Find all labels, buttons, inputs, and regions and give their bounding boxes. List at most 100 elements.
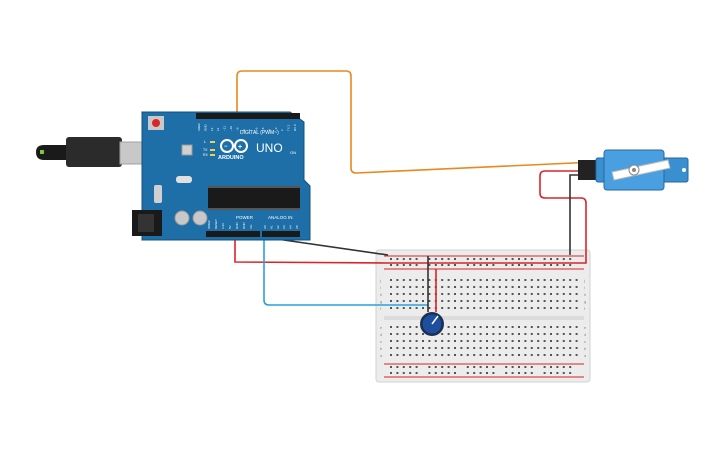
terminal-hole[interactable]	[402, 333, 405, 335]
terminal-hole[interactable]	[543, 340, 546, 342]
terminal-hole[interactable]	[569, 340, 572, 342]
rail-hole[interactable]	[402, 264, 405, 266]
rail-hole[interactable]	[518, 366, 520, 368]
rail-hole[interactable]	[524, 258, 527, 260]
terminal-hole[interactable]	[454, 340, 456, 342]
terminal-hole[interactable]	[511, 354, 514, 356]
terminal-hole[interactable]	[402, 340, 405, 342]
rail-hole[interactable]	[530, 264, 533, 266]
rail-hole[interactable]	[415, 372, 418, 374]
rail-hole[interactable]	[447, 264, 450, 266]
terminal-hole[interactable]	[428, 300, 431, 302]
rail-hole[interactable]	[505, 264, 508, 266]
terminal-hole[interactable]	[498, 340, 501, 342]
terminal-hole[interactable]	[409, 347, 412, 349]
rail-hole[interactable]	[402, 372, 405, 374]
terminal-hole[interactable]	[390, 286, 392, 288]
terminal-hole[interactable]	[390, 293, 392, 295]
terminal-hole[interactable]	[441, 333, 444, 335]
terminal-hole[interactable]	[428, 307, 431, 309]
terminal-hole[interactable]	[454, 307, 456, 309]
rail-hole[interactable]	[562, 366, 565, 368]
rail-hole[interactable]	[492, 372, 495, 374]
terminal-hole[interactable]	[498, 307, 501, 309]
rail-hole[interactable]	[466, 372, 469, 374]
terminal-hole[interactable]	[486, 307, 488, 309]
terminal-hole[interactable]	[492, 279, 495, 281]
terminal-hole[interactable]	[447, 347, 450, 349]
terminal-hole[interactable]	[441, 307, 444, 309]
rail-hole[interactable]	[524, 372, 527, 374]
terminal-hole[interactable]	[543, 326, 546, 328]
terminal-hole[interactable]	[569, 347, 572, 349]
rail-hole[interactable]	[569, 366, 572, 368]
terminal-hole[interactable]	[466, 347, 469, 349]
rail-hole[interactable]	[486, 372, 488, 374]
terminal-hole[interactable]	[511, 307, 514, 309]
terminal-hole[interactable]	[402, 326, 405, 328]
rail-hole[interactable]	[454, 372, 456, 374]
rail-hole[interactable]	[441, 264, 444, 266]
terminal-hole[interactable]	[562, 300, 565, 302]
terminal-hole[interactable]	[524, 286, 527, 288]
terminal-hole[interactable]	[390, 333, 392, 335]
terminal-hole[interactable]	[415, 354, 418, 356]
terminal-hole[interactable]	[390, 307, 392, 309]
terminal-hole[interactable]	[441, 293, 444, 295]
terminal-hole[interactable]	[550, 347, 552, 349]
terminal-hole[interactable]	[556, 307, 559, 309]
terminal-hole[interactable]	[524, 326, 527, 328]
terminal-hole[interactable]	[409, 307, 412, 309]
terminal-hole[interactable]	[447, 286, 450, 288]
rail-hole[interactable]	[415, 366, 418, 368]
terminal-hole[interactable]	[537, 279, 540, 281]
terminal-hole[interactable]	[454, 347, 456, 349]
terminal-hole[interactable]	[409, 340, 412, 342]
rail-hole[interactable]	[479, 258, 482, 260]
terminal-hole[interactable]	[505, 307, 508, 309]
rail-hole[interactable]	[550, 258, 552, 260]
terminal-hole[interactable]	[562, 326, 565, 328]
terminal-hole[interactable]	[556, 347, 559, 349]
rail-hole[interactable]	[511, 264, 514, 266]
rail-hole[interactable]	[473, 258, 476, 260]
rail-hole[interactable]	[562, 372, 565, 374]
terminal-hole[interactable]	[492, 354, 495, 356]
terminal-hole[interactable]	[473, 326, 476, 328]
terminal-hole[interactable]	[556, 286, 559, 288]
rail-hole[interactable]	[415, 264, 418, 266]
terminal-hole[interactable]	[569, 354, 572, 356]
terminal-hole[interactable]	[550, 293, 552, 295]
terminal-hole[interactable]	[460, 347, 463, 349]
terminal-hole[interactable]	[511, 293, 514, 295]
rail-hole[interactable]	[556, 258, 559, 260]
terminal-hole[interactable]	[486, 279, 488, 281]
reset-button-icon[interactable]	[148, 116, 164, 130]
terminal-hole[interactable]	[530, 286, 533, 288]
rail-hole[interactable]	[511, 258, 514, 260]
servo-motor[interactable]	[578, 149, 689, 191]
terminal-hole[interactable]	[498, 279, 501, 281]
terminal-hole[interactable]	[511, 279, 514, 281]
rail-hole[interactable]	[428, 372, 431, 374]
rail-hole[interactable]	[428, 264, 431, 266]
terminal-hole[interactable]	[473, 340, 476, 342]
terminal-hole[interactable]	[550, 307, 552, 309]
terminal-hole[interactable]	[505, 340, 508, 342]
terminal-hole[interactable]	[486, 340, 488, 342]
rail-hole[interactable]	[396, 372, 399, 374]
rail-hole[interactable]	[518, 372, 520, 374]
rail-hole[interactable]	[409, 258, 412, 260]
rail-hole[interactable]	[550, 264, 552, 266]
terminal-hole[interactable]	[492, 286, 495, 288]
power-header[interactable]	[206, 231, 260, 237]
terminal-hole[interactable]	[447, 293, 450, 295]
rail-hole[interactable]	[428, 258, 431, 260]
terminal-hole[interactable]	[415, 286, 418, 288]
terminal-hole[interactable]	[505, 326, 508, 328]
terminal-hole[interactable]	[434, 340, 437, 342]
terminal-hole[interactable]	[518, 354, 520, 356]
terminal-hole[interactable]	[486, 333, 488, 335]
terminal-hole[interactable]	[550, 354, 552, 356]
terminal-hole[interactable]	[505, 300, 508, 302]
